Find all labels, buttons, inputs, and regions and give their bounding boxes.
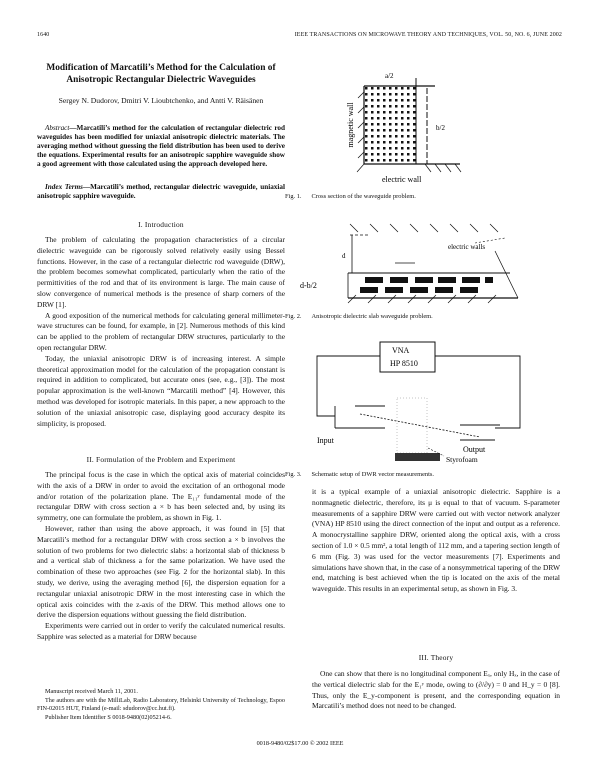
dielectric-region: [364, 86, 416, 164]
input-label: Input: [317, 436, 335, 445]
footnote: The authors are with the MilliLab, Radio…: [37, 696, 285, 713]
paper-title: Modification of Marcatili’s Method for t…: [46, 63, 276, 85]
paragraph: A good exposition of the numerical metho…: [37, 310, 285, 352]
copyright-footer: 0018-9480/02$17.00 © 2002 IEEE: [256, 740, 344, 747]
vna-label: VNA: [392, 346, 410, 355]
introduction-body: The problem of calculating the propagati…: [37, 235, 285, 429]
page-number: 1640: [37, 32, 50, 38]
index-terms: Index Terms—Marcatili’s method, rectangu…: [37, 183, 285, 201]
electric-walls-label: electric walls: [448, 243, 485, 251]
d-minus-b-half-label: d-b/2: [300, 281, 317, 290]
abstract-text: —Marcatili’s method for the calculation …: [37, 124, 285, 169]
figure-1-caption: Fig. 1. Cross section of the waveguide pr…: [285, 193, 545, 200]
section-heading-theory: III. Theory: [418, 653, 454, 662]
figure-3-measurement-setup: VNA HP 8510 Input Output Styrofoam: [316, 341, 521, 464]
paragraph: The principal focus is the case in which…: [37, 470, 285, 523]
paragraph: The problem of calculating the propagati…: [37, 235, 285, 309]
abstract: Abstract—Marcatili’s method for the calc…: [37, 124, 285, 169]
index-terms-label: Index Terms: [45, 183, 83, 191]
figure-1-cross-section: magnetic wall electric wall a/2 b/2: [346, 72, 462, 184]
a-half-label: a/2: [385, 72, 394, 80]
figure-3-caption: Fig. 3. Schematic setup of DWR vector mea…: [285, 471, 545, 478]
formulation-body: The principal focus is the case in which…: [37, 470, 285, 643]
right-column-continuation: it is a typical example of a uniaxial an…: [312, 487, 560, 595]
vna-box: [379, 341, 436, 373]
paragraph: it is a typical example of a uniaxial an…: [312, 487, 560, 594]
paragraph: One can show that there is no longitudin…: [312, 669, 560, 711]
theory-body: One can show that there is no longitudin…: [312, 669, 560, 712]
caption-number: Fig. 3.: [285, 471, 302, 478]
index-terms-text: —Marcatili’s method, rectangular dielect…: [37, 183, 285, 201]
hp-8510-label: HP 8510: [390, 359, 418, 368]
electric-wall-label: electric wall: [382, 175, 422, 184]
section-heading-formulation: II. Formulation of the Problem and Exper…: [86, 455, 236, 464]
d-label: d: [342, 252, 346, 260]
caption-text: Schematic setup of DWR vector measuremen…: [311, 471, 434, 478]
output-label: Output: [463, 445, 486, 454]
caption-text: Cross section of the waveguide problem.: [311, 193, 416, 200]
caption-number: Fig. 1.: [285, 193, 302, 200]
section-heading-introduction: I. Introduction: [138, 220, 184, 229]
paragraph: However, rather than using the above app…: [37, 523, 285, 620]
footnote: Manuscript received March 11, 2001.: [45, 688, 138, 695]
figure-2-slab-waveguide: electric walls d d-b/2: [300, 223, 519, 304]
journal-header: IEEE TRANSACTIONS ON MICROWAVE THEORY AN…: [294, 32, 562, 38]
styrofoam-label: Styrofoam: [446, 455, 478, 464]
abstract-label: Abstract: [45, 124, 70, 132]
caption-number: Fig. 2.: [285, 313, 302, 320]
paragraph: Today, the uniaxial anisotropic DRW is o…: [37, 353, 285, 428]
footnotes: Manuscript received March 11, 2001. The …: [37, 688, 285, 722]
b-half-label: b/2: [436, 124, 445, 132]
figure-2-caption: Fig. 2. Anisotropic dielectric slab waveg…: [285, 313, 545, 320]
magnetic-wall-label: magnetic wall: [346, 102, 355, 148]
authors: Sergey N. Dudorov, Dmitri V. Lioubtchenk…: [58, 96, 264, 105]
caption-text: Anisotropic dielectric slab waveguide pr…: [311, 313, 433, 320]
paragraph: Experiments were carried out in order to…: [37, 621, 285, 641]
footnote: Publisher Item Identifier S 0018-9480(02…: [45, 713, 172, 721]
